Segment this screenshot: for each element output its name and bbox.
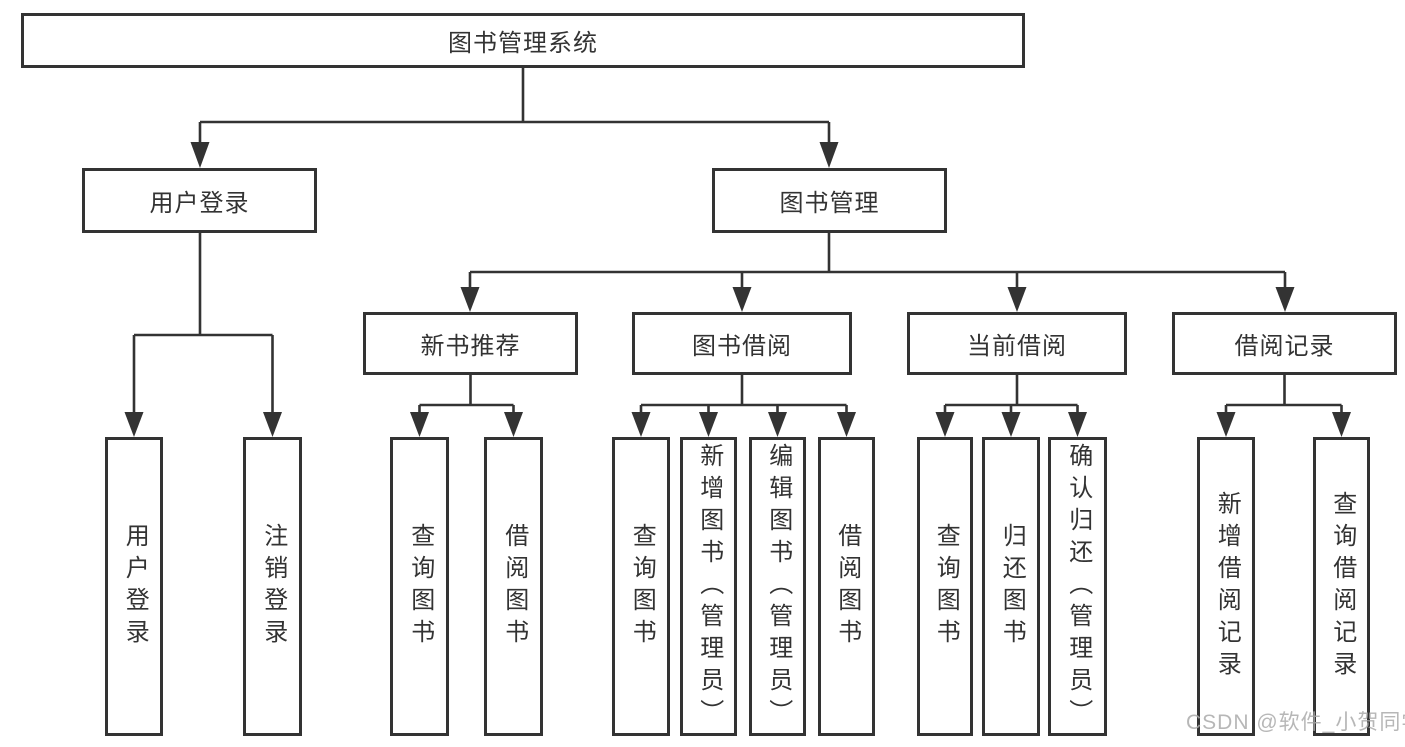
arrow-down-icon (1007, 287, 1027, 312)
leaf-recommend-query-books: 查询图书 (390, 437, 449, 736)
leaf-recommend-borrow-books: 借阅图书 (484, 437, 543, 736)
arrow-down-icon (935, 412, 955, 437)
connector-records-to-leaves (1216, 375, 1351, 437)
connector-line (468, 233, 1287, 289)
arrow-down-icon (1001, 412, 1021, 437)
arrow-down-icon (263, 412, 282, 437)
arrow-down-icon (732, 287, 752, 312)
leaf-label: 新增图书（管理员） (695, 442, 723, 731)
arrow-down-icon (124, 412, 144, 437)
leaf-label: 编辑图书（管理员） (764, 442, 792, 731)
leaf-label: 查询图书 (406, 522, 434, 651)
leaf-label: 确认归还（管理员） (1064, 442, 1092, 731)
arrow-down-icon (460, 287, 480, 312)
leaf-user-login: 用户登录 (105, 437, 163, 736)
node-label: 图书管理系统 (448, 30, 598, 57)
arrow-down-icon (631, 412, 651, 437)
connector-recommend-to-leaves (410, 375, 523, 437)
arrow-down-icon (699, 412, 718, 437)
node-book-borrowing: 图书借阅 (632, 312, 852, 375)
node-label: 借阅记录 (1234, 333, 1335, 360)
leaf-records-add-record: 新增借阅记录 (1197, 437, 1255, 736)
node-label: 新书推荐 (420, 333, 521, 360)
leaf-records-query-record: 查询借阅记录 (1313, 437, 1370, 736)
node-user-login: 用户登录 (82, 168, 317, 233)
leaf-label: 查询图书 (932, 522, 960, 651)
connector-line (943, 375, 1079, 414)
arrow-down-icon (768, 412, 787, 437)
connector-mgmt-to-level3 (460, 233, 1295, 312)
leaf-label: 用户登录 (121, 522, 149, 651)
connector-line (418, 375, 515, 414)
arrow-down-icon (504, 412, 523, 437)
leaf-label: 查询图书 (628, 522, 656, 651)
connector-borrowing-to-leaves (631, 375, 856, 437)
leaf-borrowing-add-books-admin: 新增图书（管理员） (680, 437, 737, 736)
leaf-borrowing-query-books: 查询图书 (612, 437, 670, 736)
connector-line (132, 233, 274, 414)
arrow-down-icon (410, 412, 429, 437)
leaf-current-query-books: 查询图书 (917, 437, 973, 736)
leaf-borrowing-edit-books-admin: 编辑图书（管理员） (749, 437, 806, 736)
leaf-label: 归还图书 (998, 522, 1026, 651)
arrow-down-icon (819, 142, 839, 168)
node-borrowing-records: 借阅记录 (1172, 312, 1397, 375)
arrow-down-icon (1332, 412, 1351, 437)
leaf-current-return-books: 归还图书 (982, 437, 1040, 736)
leaf-label: 借阅图书 (500, 522, 528, 651)
arrow-down-icon (1216, 412, 1236, 437)
node-book-management: 图书管理 (712, 168, 947, 233)
connector-line (198, 68, 831, 143)
node-label: 图书借阅 (692, 333, 792, 360)
arrow-down-icon (190, 142, 210, 168)
leaf-label: 新增借阅记录 (1213, 490, 1241, 683)
connector-line (639, 375, 848, 414)
leaf-logout: 注销登录 (243, 437, 302, 736)
node-label: 当前借阅 (967, 333, 1067, 360)
node-root-library-system: 图书管理系统 (21, 13, 1025, 68)
arrow-down-icon (1275, 287, 1295, 312)
connector-root-to-level2 (190, 68, 839, 168)
arrow-down-icon (1068, 412, 1087, 437)
leaf-borrowing-borrow-books: 借阅图书 (818, 437, 875, 736)
node-current-borrowing: 当前借阅 (907, 312, 1127, 375)
connector-line (1224, 375, 1343, 414)
csdn-watermark: CSDN @软件_小贺同学 (1186, 711, 1405, 734)
node-label: 图书管理 (779, 190, 880, 217)
connector-login-to-leaves (124, 233, 282, 437)
leaf-label: 注销登录 (259, 522, 287, 651)
connector-current-to-leaves (935, 375, 1087, 437)
arrow-down-icon (837, 412, 856, 437)
node-new-book-recommend: 新书推荐 (363, 312, 578, 375)
leaf-label: 借阅图书 (833, 522, 861, 651)
leaf-current-confirm-return-admin: 确认归还（管理员） (1048, 437, 1107, 736)
node-label: 用户登录 (149, 190, 250, 217)
leaf-label: 查询借阅记录 (1328, 490, 1356, 683)
